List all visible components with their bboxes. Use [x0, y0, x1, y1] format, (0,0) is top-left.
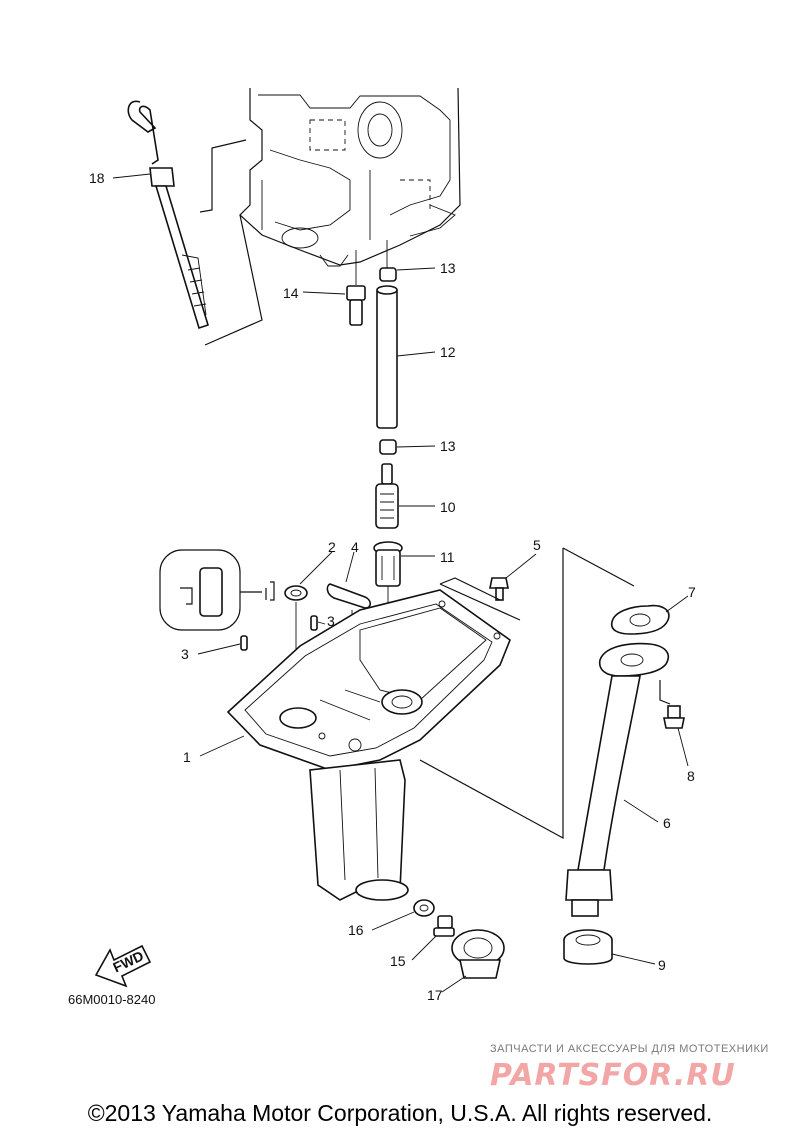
part-11-strainer-housing	[373, 541, 403, 640]
callout-4: 4	[351, 539, 359, 555]
part-6-exhaust-pipe	[565, 642, 670, 917]
callout-14: 14	[283, 285, 299, 301]
callout-9: 9	[658, 957, 666, 973]
callout-5: 5	[533, 537, 541, 553]
part-3-dowel-pins	[240, 615, 318, 651]
callout-1: 1	[183, 749, 191, 765]
callout-2: 2	[328, 539, 336, 555]
part-17-cap	[451, 929, 505, 979]
watermark-logo: PARTSFOR.RU	[490, 1058, 736, 1093]
copyright-notice: ©2013 Yamaha Motor Corporation, U.S.A. A…	[87, 1100, 713, 1126]
part-12-pipe	[376, 285, 398, 429]
part-16-seal	[413, 899, 435, 917]
engine-block-outline	[239, 87, 461, 267]
part-15-drain-plug	[433, 915, 455, 937]
callout-13a: 13	[440, 260, 456, 276]
callout-17: 17	[427, 987, 443, 1003]
detail-inset	[159, 549, 275, 631]
callout-3b: 3	[327, 613, 335, 629]
part-9-grommet	[563, 929, 613, 965]
part-14-fitting	[346, 250, 366, 326]
watermark-tagline: ЗАПЧАСТИ И АКСЕССУАРЫ ДЛЯ МОТОТЕХНИКИ	[490, 1043, 769, 1055]
part-8-bolt	[663, 705, 685, 729]
part-5-bolt	[489, 577, 509, 601]
callout-6: 6	[663, 815, 671, 831]
part-13-cap-top	[379, 240, 397, 282]
callout-leaders	[112, 173, 689, 993]
callout-7: 7	[688, 584, 696, 600]
callout-13b: 13	[440, 438, 456, 454]
callout-3a: 3	[181, 646, 189, 662]
callout-15: 15	[390, 953, 406, 969]
callout-16: 16	[348, 922, 364, 938]
dipstick	[127, 100, 209, 330]
part-13-cap-lower	[379, 439, 397, 455]
callout-numbers: 1 2 3 3 4 5 6 7 8 9 10 11 12 13 13 14 15…	[89, 170, 696, 1003]
forward-arrow-icon: FWD	[94, 944, 152, 988]
callout-8: 8	[687, 768, 695, 784]
part-7-gasket	[610, 604, 670, 635]
part-10-strainer	[375, 463, 399, 529]
callout-11: 11	[440, 549, 455, 565]
drawing-code: 66M0010-8240	[68, 992, 155, 1007]
callout-18: 18	[89, 170, 105, 186]
part-1-oil-pan	[226, 589, 511, 901]
callout-12: 12	[440, 344, 456, 360]
callout-10: 10	[440, 499, 456, 515]
